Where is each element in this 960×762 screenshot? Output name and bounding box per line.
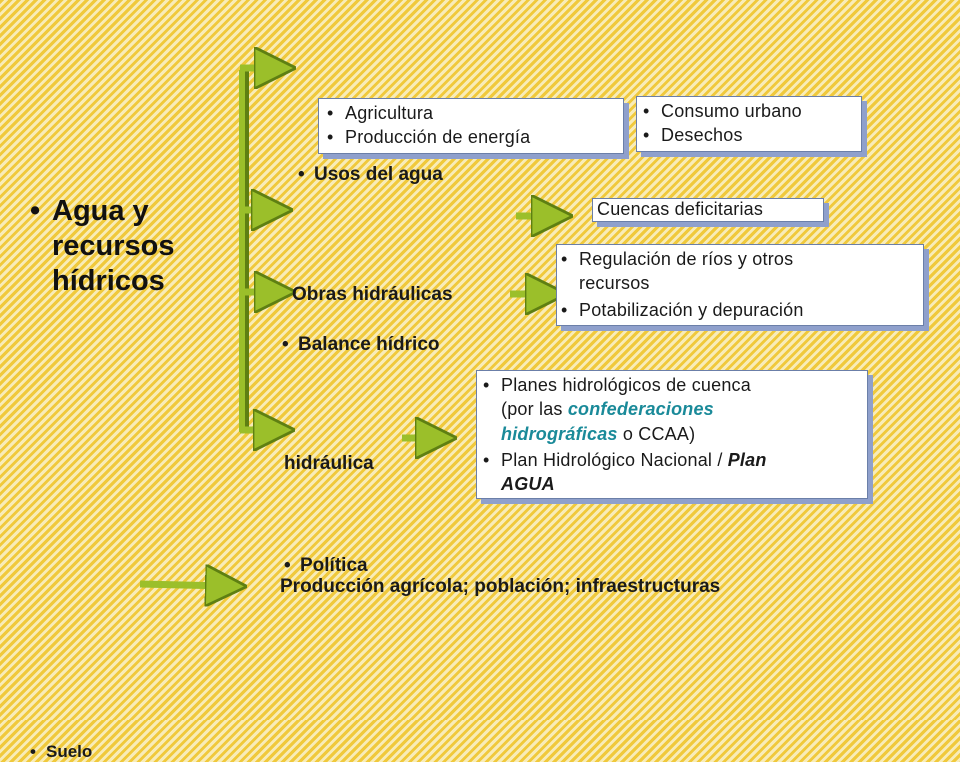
agua-text: AGUA [501,474,555,495]
politica-title-line2: hidráulica [284,453,374,474]
usos-box2-item: Consumo urbano [643,99,853,124]
obras-item: Potabilización y depuración [561,298,915,323]
plan-text: Plan [727,449,767,470]
balance-result-box: Cuencas deficitarias [592,198,824,222]
planes-line2: (por las confederaciones [501,397,861,421]
politica-planes-item: Planes hidrológicos de cuenca (por las c… [483,373,861,446]
suelo-title: Suelo [30,742,960,762]
suelo-result: Producción agrícola; población; infraest… [280,576,721,597]
politica-plan-nacional-item: Plan Hidrológico Nacional / Plan AGUA [483,448,861,497]
usos-box-2: Consumo urbano Desechos [636,96,862,152]
usos-box1-item: Producción de energía [327,125,615,150]
ccaa-text: o CCAA) [622,423,696,444]
obras-box: Regulación de ríos y otros recursos Pota… [556,244,924,326]
balance-result-text: Cuencas deficitarias [597,199,764,219]
obras-item: Regulación de ríos y otros recursos [561,247,915,296]
politica-box: Planes hidrológicos de cuenca (por las c… [476,370,868,500]
obras-item-line1: Regulación de ríos y otros [579,249,794,269]
hidrograficas-text: hidrográficas [501,423,618,444]
plan-nacional-text: Plan Hidrológico Nacional / [501,449,723,470]
politica-title-line1: Política [284,555,960,577]
balance-title: Balance hídrico [282,334,960,356]
usos-box1-item: Agricultura [327,101,615,126]
obras-item-line2: recursos [579,273,650,294]
main-topic-line1: Agua y [52,195,149,227]
plan-nacional-line1: Plan Hidrológico Nacional / Plan [501,448,861,472]
arrow-suelo-result [139,584,226,586]
usos-box2-item: Desechos [643,123,853,148]
usos-box-1: Agricultura Producción de energía [318,98,624,154]
planes-text: (por las [501,399,563,420]
usos-title: Usos del agua [298,164,960,186]
obras-title: Obras hidráulicas [292,284,453,305]
main-topic: Agua y recursos hídricos [30,194,960,298]
confederaciones-text: confederaciones [567,399,714,420]
planes-line3: hidrográficas o CCAA) [501,422,861,446]
main-topic-line2: recursos [52,229,175,262]
planes-line1: Planes hidrológicos de cuenca [501,375,751,395]
main-topic-line3: hídricos [52,264,165,297]
